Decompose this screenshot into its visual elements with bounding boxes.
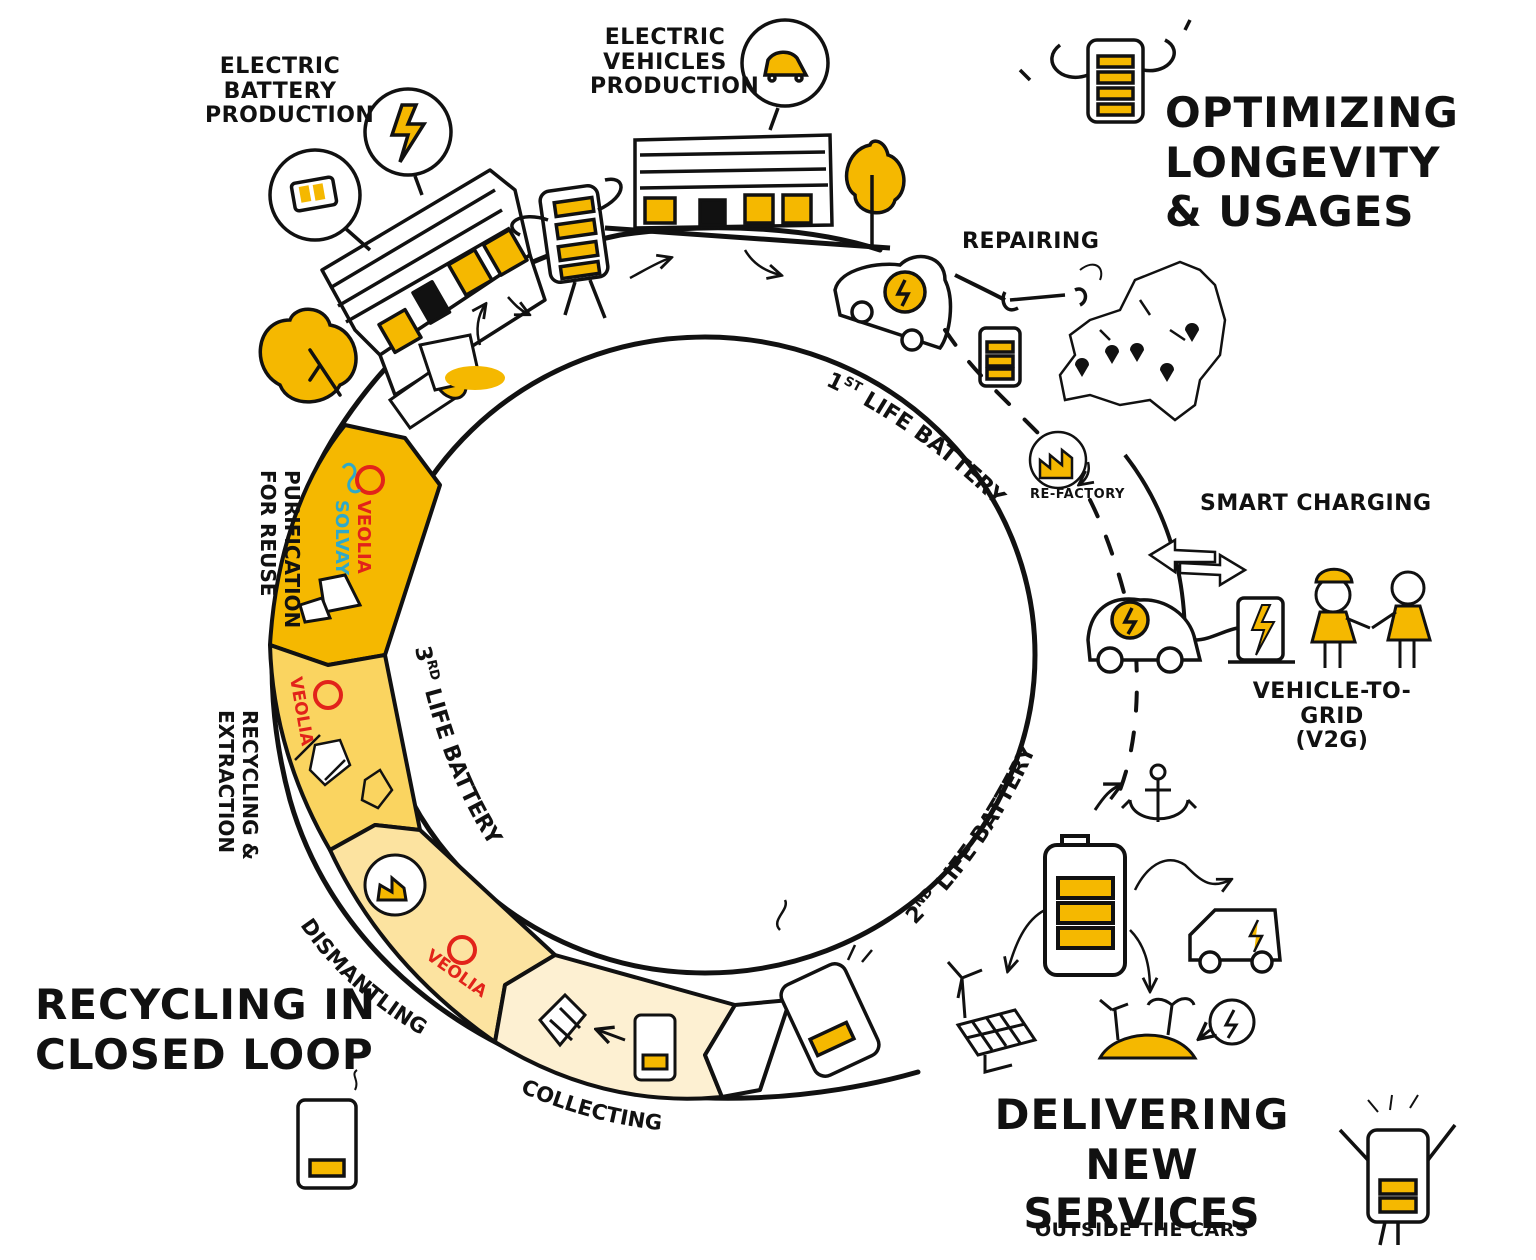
repairing-label: REPAIRING — [962, 229, 1100, 254]
refactory-label: RE-FACTORY — [1030, 487, 1125, 502]
factory-icon — [1028, 430, 1089, 490]
delivering-heading: DELIVERING NEW SERVICES — [994, 1090, 1290, 1239]
v2g-label: VEHICLE-TO-GRID (V2G) — [1252, 679, 1412, 754]
svg-text:SOLVAY: SOLVAY — [331, 500, 352, 576]
happy-battery-icon — [1338, 1094, 1457, 1246]
wind-turbine-icon — [946, 961, 983, 1019]
smart-charging-label: SMART CHARGING — [1200, 491, 1432, 516]
van-icon — [1188, 908, 1282, 974]
small-battery-icon — [296, 1069, 358, 1190]
segment-blank — [703, 998, 792, 1099]
repair-car — [833, 254, 953, 352]
charging-car — [1086, 597, 1239, 674]
lightning-icon — [363, 87, 453, 196]
veolia-logo: VEOLIA — [353, 465, 385, 574]
segment-recycling-extraction — [268, 643, 422, 852]
solvay-logo: SOLVAY — [331, 462, 361, 576]
car-icon — [740, 18, 830, 131]
dashed-path — [943, 328, 1139, 792]
battery-factory — [320, 168, 547, 397]
strong-battery-icon — [1018, 19, 1192, 124]
first-life-battery-label: 1ST LIFE BATTERY — [822, 368, 1010, 511]
factory-icon — [363, 853, 427, 917]
tree-icon — [844, 139, 906, 245]
ev-factory — [604, 133, 891, 251]
dashed-path — [954, 273, 1006, 302]
charging-station-icon — [1228, 596, 1295, 664]
europe-map-icon — [1058, 260, 1227, 422]
flow-arrows — [478, 249, 780, 346]
ev-production-label: ELECTRIC VEHICLES PRODUCTION — [590, 25, 760, 100]
svg-text:VEOLIA: VEOLIA — [353, 500, 374, 574]
solar-panel-icon — [955, 1008, 1038, 1074]
person-icon — [1310, 567, 1371, 668]
battery-icon — [268, 148, 372, 252]
lightning-icon — [1200, 998, 1256, 1046]
raw-material-can — [387, 333, 505, 431]
optimizing-heading: OPTIMIZING LONGEVITY & USAGES — [1165, 88, 1459, 237]
dashed-path — [1123, 453, 1187, 641]
arrow-swap-icon — [1147, 537, 1248, 588]
second-life-battery-label: 2ND LIFE BATTERY — [901, 741, 1041, 930]
big-battery-icon — [1043, 834, 1127, 977]
recycling-extraction-label: RECYCLING &EXTRACTION — [214, 710, 262, 860]
recycling-heading: RECYCLING IN CLOSED LOOP — [35, 980, 377, 1079]
flask-icon — [298, 573, 363, 624]
battery-production-label: ELECTRIC BATTERY PRODUCTION — [205, 54, 375, 129]
tree-icon — [258, 307, 358, 404]
box-icon — [537, 992, 588, 1048]
flow-arrows — [1008, 859, 1230, 990]
dropped-battery-icon — [776, 899, 881, 1078]
battery-icon — [598, 1013, 677, 1082]
battery-icon — [978, 326, 1022, 388]
purification-label: PURIFICATIONFOR REUSE — [256, 470, 304, 628]
delivering-subtitle: OUTSIDE THE CARS — [1034, 1219, 1250, 1241]
person-icon — [1371, 570, 1433, 668]
battery-character — [510, 177, 623, 319]
wrench-icon — [1001, 263, 1103, 312]
island-icon — [1097, 997, 1198, 1060]
recycle-icon — [294, 734, 394, 810]
anchor-icon — [1093, 763, 1198, 822]
